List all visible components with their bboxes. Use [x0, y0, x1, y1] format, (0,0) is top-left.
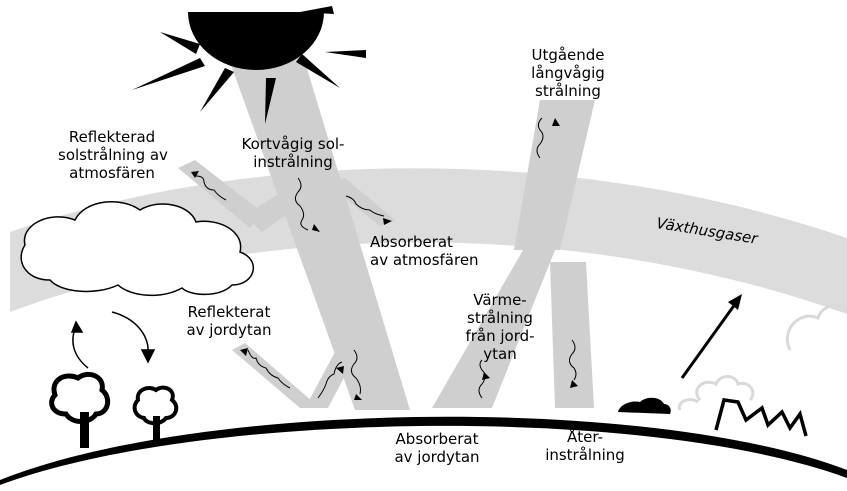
smoke-icon [679, 305, 847, 410]
label-reflected-atmosphere: Reflekterad solstrålning av atmosfären [58, 128, 166, 182]
label-absorbed-atmosphere: Absorberat av atmosfären [370, 233, 490, 269]
tree-icon [52, 374, 177, 448]
rising-arrow-icon [682, 294, 742, 378]
label-back-radiation: Åter- instrålning [540, 428, 630, 464]
car-icon [618, 398, 671, 414]
water-cycle-icon [72, 312, 154, 368]
label-shortwave-in: Kortvågig sol- instrålning [224, 135, 362, 171]
label-heat-from-ground: Värme- strålning från jord- ytan [455, 291, 545, 363]
factory-icon [716, 400, 806, 436]
label-absorbed-ground: Absorberat av jordytan [382, 430, 492, 466]
label-outgoing-longwave: Utgående långvågig strålning [520, 46, 616, 100]
label-reflected-ground: Reflekterat av jordytan [175, 303, 283, 339]
